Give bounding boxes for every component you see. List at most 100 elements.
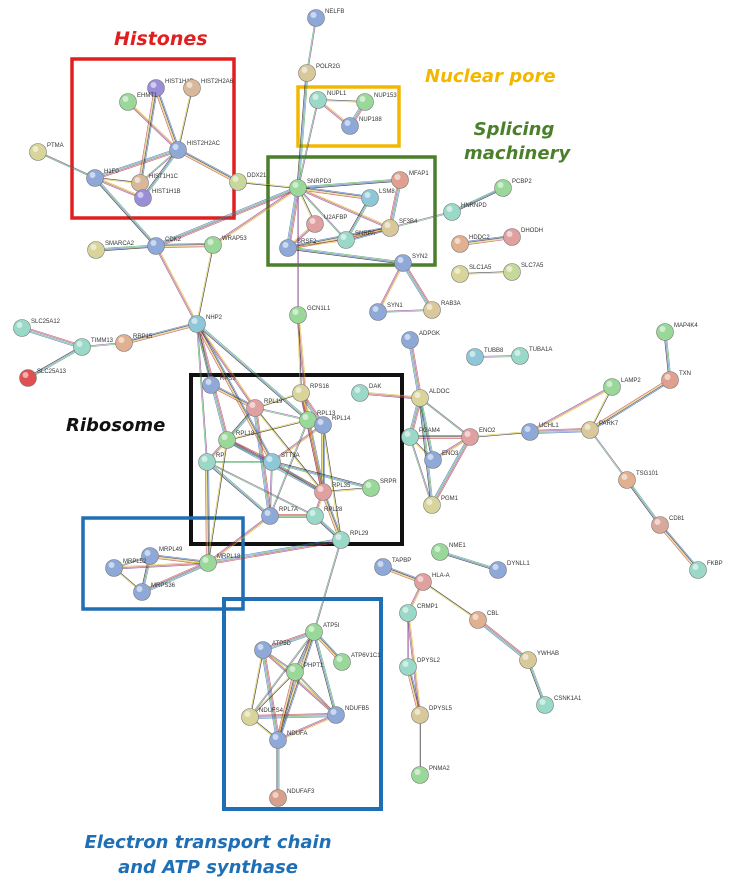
node-circle[interactable] — [391, 171, 409, 189]
node-dynll1[interactable]: DYNLL1 — [489, 561, 531, 579]
node-circle[interactable] — [341, 117, 359, 135]
node-crmp1[interactable]: CRMP1 — [399, 604, 439, 622]
node-circle[interactable] — [461, 428, 479, 446]
node-hist1h1c[interactable]: HIST1H1C — [131, 174, 179, 192]
node-gcn1l1[interactable]: GCN1L1 — [289, 306, 332, 324]
node-circle[interactable] — [309, 91, 327, 109]
node-hnrnpd[interactable]: HNRNPD — [443, 203, 488, 221]
node-csnk1a1[interactable]: CSNK1A1 — [536, 696, 583, 714]
node-circle[interactable] — [306, 507, 324, 525]
node-polr2g[interactable]: POLR2G — [298, 64, 341, 82]
node-circle[interactable] — [218, 431, 236, 449]
node-lamp2[interactable]: LAMP2 — [603, 378, 642, 396]
node-tapbp[interactable]: TAPBP — [374, 558, 412, 576]
node-rpl[interactable]: RP — [198, 453, 225, 471]
node-circle[interactable] — [423, 496, 441, 514]
node-circle[interactable] — [424, 451, 442, 469]
node-circle[interactable] — [333, 653, 351, 671]
node-snrpa[interactable]: SNRPA — [337, 231, 376, 249]
node-nhp2[interactable]: NHP2 — [188, 315, 223, 333]
node-nup188[interactable]: NUP188 — [341, 117, 383, 135]
node-circle[interactable] — [169, 141, 187, 159]
node-aldoc[interactable]: ALDOC — [411, 389, 451, 407]
node-eno2[interactable]: ENO2 — [461, 428, 497, 446]
node-ehmt1[interactable]: EHMT1 — [119, 93, 158, 111]
node-wrap53[interactable]: WRAP53 — [204, 236, 248, 254]
node-circle[interactable] — [411, 706, 429, 724]
node-mrps36[interactable]: MRPS36 — [133, 583, 176, 601]
node-circle[interactable] — [581, 421, 599, 439]
node-rpl28[interactable]: RPL28 — [306, 507, 344, 525]
node-circle[interactable] — [307, 9, 325, 27]
node-circle[interactable] — [618, 471, 636, 489]
node-circle[interactable] — [661, 371, 679, 389]
node-nelfb[interactable]: NELFB — [307, 9, 345, 27]
node-ywhab[interactable]: YWHAB — [519, 651, 560, 669]
node-circle[interactable] — [105, 559, 123, 577]
node-eno3[interactable]: ENO3 — [424, 451, 460, 469]
node-circle[interactable] — [119, 93, 137, 111]
node-circle[interactable] — [314, 483, 332, 501]
node-circle[interactable] — [431, 543, 449, 561]
node-fkbp[interactable]: FKBP — [689, 561, 723, 579]
node-rps3[interactable]: RPS3 — [202, 376, 237, 394]
node-circle[interactable] — [19, 369, 37, 387]
node-hddc2[interactable]: HDDC2 — [451, 235, 491, 253]
node-timm13[interactable]: TIMM13 — [73, 338, 114, 356]
node-circle[interactable] — [269, 789, 287, 807]
node-circle[interactable] — [199, 554, 217, 572]
node-map4k4[interactable]: MAP4K4 — [656, 323, 699, 341]
node-circle[interactable] — [656, 323, 674, 341]
node-circle[interactable] — [689, 561, 707, 579]
node-rpl29[interactable]: RPL29 — [332, 531, 370, 549]
node-mfap1[interactable]: MFAP1 — [391, 171, 430, 189]
node-circle[interactable] — [356, 93, 374, 111]
node-circle[interactable] — [451, 265, 469, 283]
node-hist2h2a6[interactable]: HIST2H2A6 — [183, 79, 234, 97]
node-stt3a[interactable]: STT3A — [263, 453, 300, 471]
node-circle[interactable] — [298, 64, 316, 82]
node-circle[interactable] — [337, 231, 355, 249]
node-rrp15[interactable]: RRP15 — [115, 334, 154, 352]
node-slc1a5[interactable]: SLC1A5 — [451, 265, 493, 283]
node-circle[interactable] — [351, 384, 369, 402]
node-circle[interactable] — [423, 301, 441, 319]
node-nup153[interactable]: NUP153 — [356, 93, 398, 111]
node-circle[interactable] — [204, 236, 222, 254]
node-ndufaf3[interactable]: NDUFAF3 — [269, 789, 316, 807]
node-dpysl5[interactable]: DPYSL5 — [411, 706, 453, 724]
node-u2af1p[interactable]: U2AFBP — [306, 215, 348, 233]
node-rpl14[interactable]: RPL14 — [314, 416, 352, 434]
node-rps16[interactable]: RPS16 — [292, 384, 330, 402]
node-pcbp2[interactable]: PCBP2 — [494, 179, 533, 197]
node-srsf2[interactable]: SRSF2 — [279, 239, 318, 257]
node-circle[interactable] — [361, 189, 379, 207]
node-circle[interactable] — [519, 651, 537, 669]
node-circle[interactable] — [115, 334, 133, 352]
node-slc25a13[interactable]: SLC25A13 — [19, 369, 67, 387]
node-circle[interactable] — [503, 263, 521, 281]
node-circle[interactable] — [229, 173, 247, 191]
node-cbl[interactable]: CBL — [469, 611, 500, 629]
node-uchl1[interactable]: UCHL1 — [521, 423, 560, 441]
node-circle[interactable] — [29, 143, 47, 161]
node-syn2[interactable]: SYN2 — [394, 254, 429, 272]
node-rpl13[interactable]: RPL13 — [299, 411, 337, 429]
node-ndufs4[interactable]: NDUFS4 — [241, 708, 284, 726]
node-circle[interactable] — [362, 479, 380, 497]
node-circle[interactable] — [279, 239, 297, 257]
node-ddx21[interactable]: DDX21 — [229, 173, 268, 191]
node-circle[interactable] — [73, 338, 91, 356]
node-circle[interactable] — [503, 228, 521, 246]
node-slc25a12[interactable]: SLC25A12 — [13, 319, 61, 337]
node-circle[interactable] — [261, 507, 279, 525]
node-dak[interactable]: DAK — [351, 384, 382, 402]
node-nupl1[interactable]: NUPL1 — [309, 91, 348, 109]
node-rpl35[interactable]: RPL35 — [314, 483, 352, 501]
node-hist1h1b[interactable]: HIST1H1B — [134, 189, 181, 207]
node-circle[interactable] — [263, 453, 281, 471]
node-circle[interactable] — [299, 411, 317, 429]
node-cd81[interactable]: CD81 — [651, 516, 686, 534]
node-circle[interactable] — [86, 169, 104, 187]
node-ndufa[interactable]: NDUFA — [269, 731, 308, 749]
